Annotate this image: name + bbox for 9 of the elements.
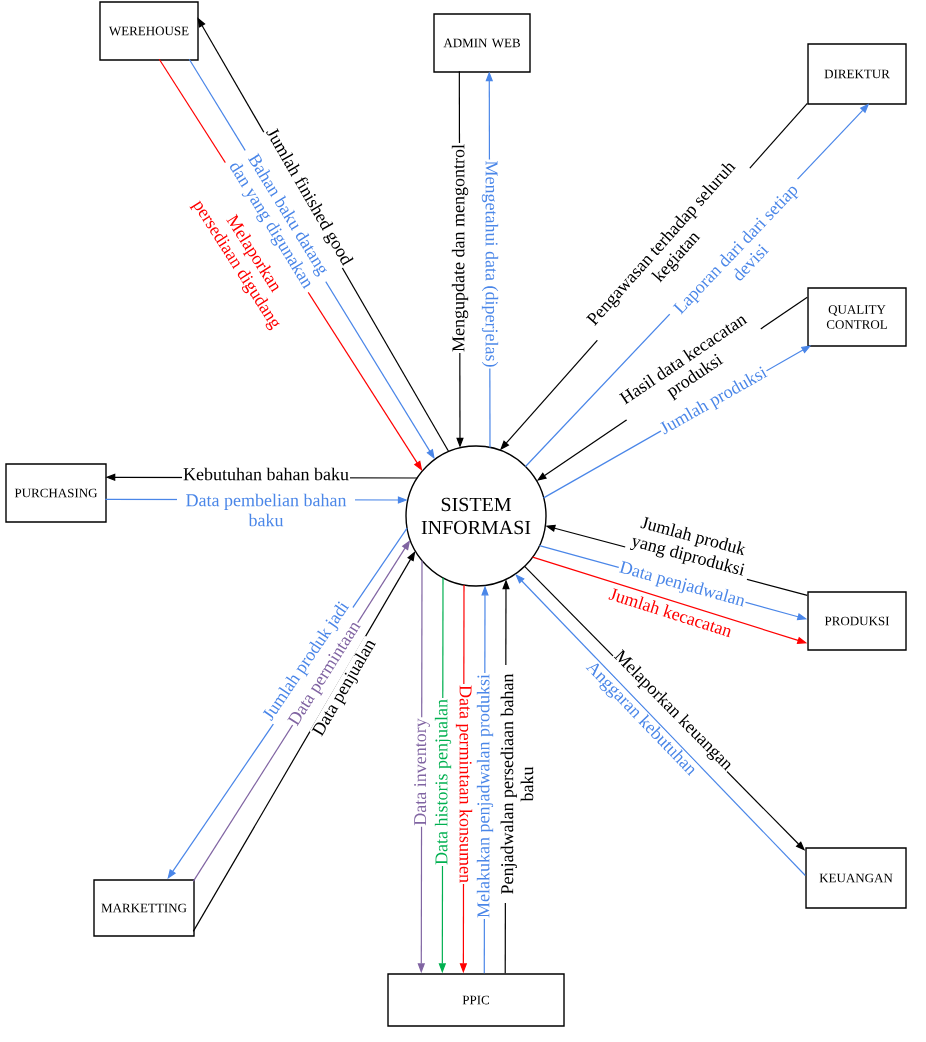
edge-label: Mengetahui data (diperjelas): [480, 159, 500, 369]
edge-label: Melakukan penjadwalan produksi: [475, 673, 495, 919]
edge-label: Data historis penjualan: [433, 698, 453, 866]
edge-label: Data pembelian bahan baku: [177, 492, 355, 528]
edge-label: Mengupdate dan mengontrol: [450, 143, 470, 353]
edge-label: Data inventory: [413, 717, 431, 827]
edge-label: Data permintaan konsumen: [454, 684, 474, 884]
edge-label: Penjadwalan persediaan bahan baku: [499, 665, 535, 903]
edge-label: Kebutuhan bahan baku: [182, 466, 350, 482]
